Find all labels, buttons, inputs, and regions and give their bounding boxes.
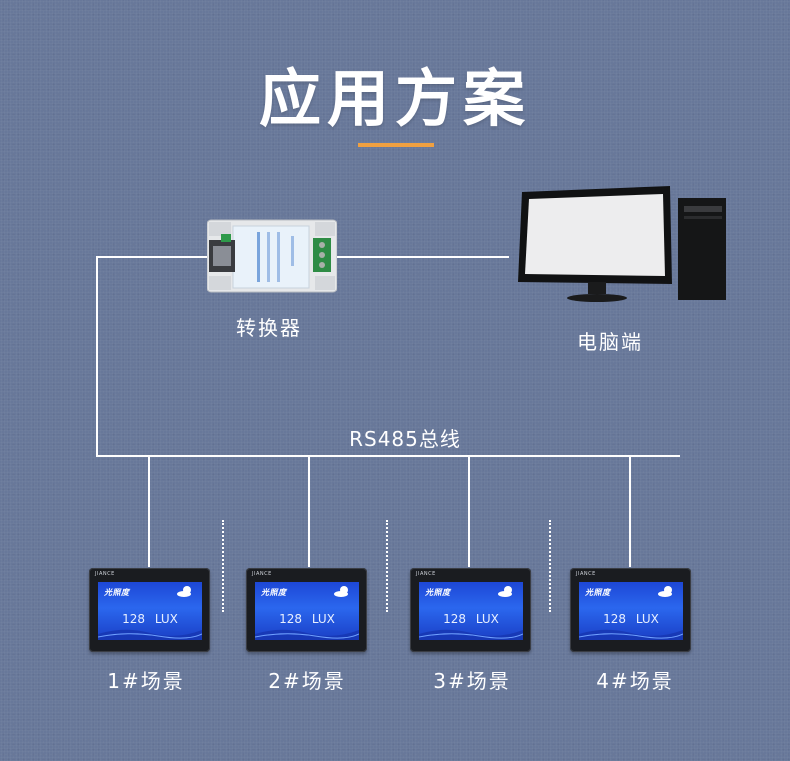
- lux-value: 128: [443, 612, 466, 626]
- rs485-bus-label: RS485总线: [349, 427, 461, 451]
- drop-line-4: [629, 455, 631, 567]
- drop-line-1: [148, 455, 150, 567]
- lux-unit: LUX: [311, 612, 335, 626]
- ellipsis-divider-1: [222, 520, 224, 612]
- converter-device-icon: [206, 218, 338, 294]
- sun-cloud-icon: [177, 586, 191, 597]
- scene-label-4: 4#场景: [596, 669, 674, 693]
- wire-converter-computer: [337, 256, 509, 258]
- computer-label: 电脑端: [577, 330, 643, 354]
- wave-decoration-icon: [579, 629, 683, 640]
- wave-decoration-icon: [98, 629, 202, 640]
- page-title: 应用方案: [258, 62, 531, 135]
- wire-left-vertical: [96, 256, 98, 456]
- title-underline: [358, 143, 434, 147]
- wave-decoration-icon: [419, 629, 523, 640]
- panel-screen: 光照度 128 LUX: [419, 582, 523, 640]
- lux-value: 128: [122, 612, 145, 626]
- wave-decoration-icon: [255, 629, 359, 640]
- panel-brand: JIANCE: [95, 571, 115, 577]
- sun-cloud-icon: [658, 586, 672, 597]
- panel-logo: 光照度: [585, 588, 611, 597]
- scene-label-2: 2#场景: [268, 669, 346, 693]
- scene-panel-4: JIANCE 光照度 128 LUX: [570, 568, 691, 652]
- scene-label-3: 3#场景: [433, 669, 511, 693]
- ellipsis-divider-3: [549, 520, 551, 612]
- ellipsis-divider-2: [386, 520, 388, 612]
- lux-value: 128: [279, 612, 302, 626]
- panel-screen: 光照度 128 LUX: [579, 582, 683, 640]
- drop-line-3: [468, 455, 470, 567]
- drop-line-2: [308, 455, 310, 567]
- converter-label: 转换器: [236, 316, 302, 340]
- panel-logo: 光照度: [425, 588, 451, 597]
- panel-logo: 光照度: [104, 588, 130, 597]
- scene-label-1: 1#场景: [107, 669, 185, 693]
- sun-cloud-icon: [334, 586, 348, 597]
- desktop-computer-icon: [516, 182, 728, 307]
- sun-cloud-icon: [498, 586, 512, 597]
- scene-panel-1: JIANCE 光照度 128 LUX: [89, 568, 210, 652]
- scene-panel-2: JIANCE 光照度 128 LUX: [246, 568, 367, 652]
- wire-converter-left: [96, 256, 208, 258]
- panel-brand: JIANCE: [416, 571, 436, 577]
- lux-unit: LUX: [475, 612, 499, 626]
- lux-unit: LUX: [635, 612, 659, 626]
- panel-screen: 光照度 128 LUX: [255, 582, 359, 640]
- panel-screen: 光照度 128 LUX: [98, 582, 202, 640]
- panel-logo: 光照度: [261, 588, 287, 597]
- scene-panel-3: JIANCE 光照度 128 LUX: [410, 568, 531, 652]
- panel-brand: JIANCE: [576, 571, 596, 577]
- lux-unit: LUX: [154, 612, 178, 626]
- rs485-bus-line: [96, 455, 680, 457]
- panel-brand: JIANCE: [252, 571, 272, 577]
- lux-value: 128: [603, 612, 626, 626]
